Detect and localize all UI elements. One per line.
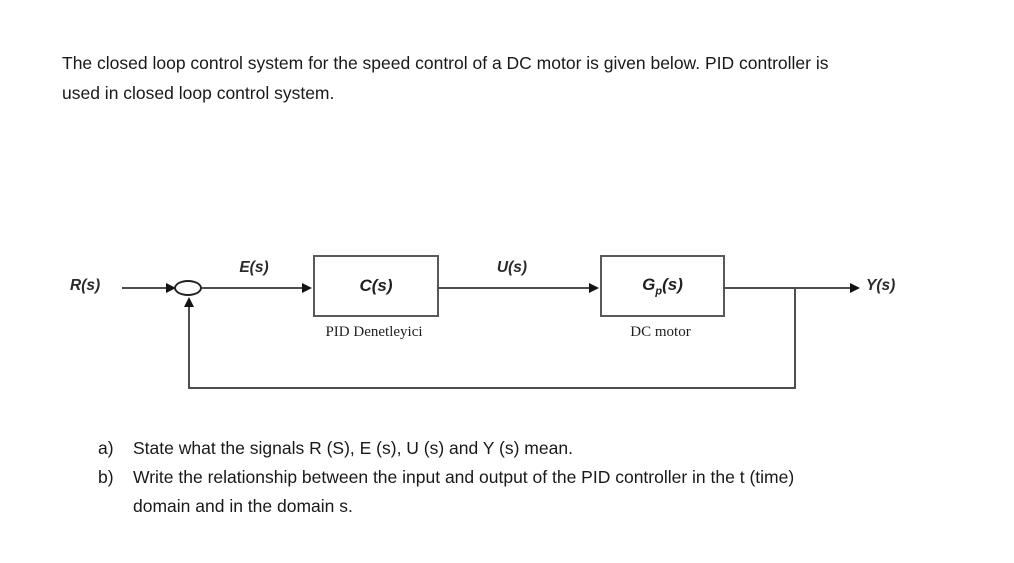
plant-transfer-base: G xyxy=(642,274,656,294)
question-b-label: b) xyxy=(98,467,114,487)
question-a-text: State what the signals R (S), E (s), U (… xyxy=(133,434,573,463)
plant-transfer-args: (s) xyxy=(662,274,683,294)
plant-transfer-label: Gp(s) xyxy=(642,275,683,297)
question-a: a) State what the signals R (S), E (s), … xyxy=(98,434,794,463)
question-a-label: a) xyxy=(98,438,114,458)
feedback-branch-line xyxy=(794,288,796,389)
controller-transfer-label: C(s) xyxy=(359,276,393,295)
input-signal-label: R(s) xyxy=(70,277,101,294)
plant-caption: DC motor xyxy=(630,324,691,340)
input-line xyxy=(122,287,172,289)
control-signal-label: U(s) xyxy=(496,259,528,276)
error-line xyxy=(202,287,304,289)
error-signal-label: E(s) xyxy=(239,259,269,276)
output-line xyxy=(723,287,852,289)
feedback-bottom-line xyxy=(188,387,796,389)
control-line xyxy=(437,287,591,289)
error-arrowhead-icon xyxy=(302,283,312,293)
control-arrowhead-icon xyxy=(589,283,599,293)
question-a-line-1: State what the signals R (S), E (s), U (… xyxy=(133,438,573,458)
plant-transfer-subscript: p xyxy=(655,285,663,298)
question-b-line-1: Write the relationship between the input… xyxy=(133,467,795,487)
question-b-text: Write the relationship between the input… xyxy=(133,463,794,521)
summing-junction xyxy=(174,280,202,296)
intro-line-2: used in closed loop control system. xyxy=(62,83,335,103)
question-b-line-2: domain and in the domain s. xyxy=(133,496,353,516)
controller-block: C(s) xyxy=(313,255,439,317)
input-arrowhead-icon xyxy=(166,283,176,293)
output-arrowhead-icon xyxy=(850,283,860,293)
intro-paragraph: The closed loop control system for the s… xyxy=(62,48,828,108)
feedback-arrowhead-icon xyxy=(184,297,194,307)
intro-line-1: The closed loop control system for the s… xyxy=(62,53,829,73)
feedback-return-line xyxy=(188,306,190,389)
output-signal-label: Y(s) xyxy=(866,277,896,294)
question-b: b) Write the relationship between the in… xyxy=(98,463,794,521)
controller-caption: PID Denetleyici xyxy=(325,324,423,340)
questions-list: a) State what the signals R (S), E (s), … xyxy=(98,434,794,521)
plant-block: Gp(s) xyxy=(600,255,725,317)
